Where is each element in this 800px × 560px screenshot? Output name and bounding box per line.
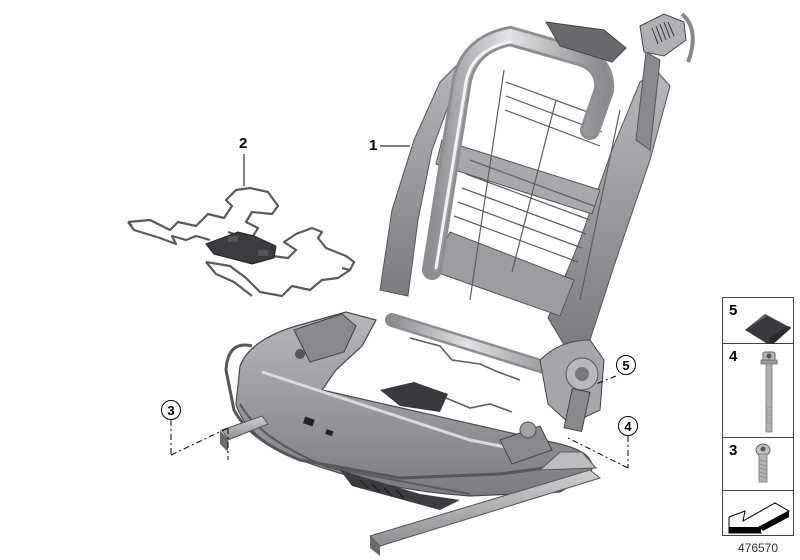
seat-rails (220, 415, 602, 556)
callout-1: 1 (369, 137, 378, 154)
seat-base-frame (224, 311, 605, 510)
callout-4: 4 (618, 416, 638, 436)
legend-number: 5 (729, 302, 738, 319)
backrest-frame (379, 12, 695, 349)
legend-item-arrow (723, 491, 793, 537)
callout-3: 3 (161, 400, 181, 420)
parts-legend: 5 4 3 (722, 297, 794, 536)
leader-lines (170, 145, 629, 469)
legend-item-5: 5 (723, 298, 793, 344)
diagram-id-label: 476570 (737, 541, 779, 555)
legend-item-3: 3 (723, 438, 793, 491)
callout-2: 2 (239, 135, 248, 152)
callout-5: 5 (616, 355, 636, 375)
legend-number: 3 (729, 442, 738, 459)
rubber-pad-icon (745, 314, 791, 344)
spring-mat-center-plate (205, 231, 277, 265)
arrow-icon (728, 502, 791, 534)
legend-item-4: 4 (723, 344, 793, 438)
long-bolt-icon (760, 351, 778, 433)
short-screw-icon (755, 443, 771, 483)
legend-number: 4 (729, 348, 738, 365)
spring-mat-part-2 (127, 186, 356, 298)
